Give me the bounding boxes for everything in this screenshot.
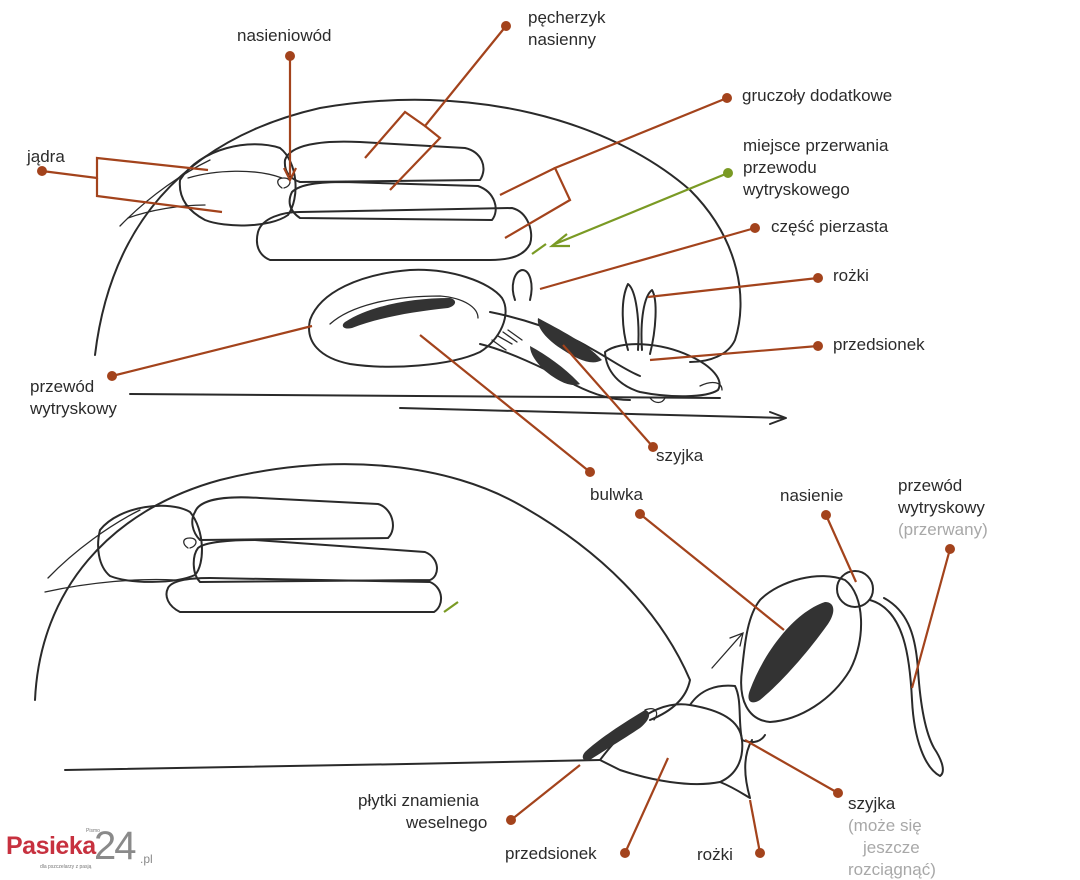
label-przewod-bot-3: (przerwany) — [898, 520, 988, 539]
top-accessory-glands — [255, 207, 533, 261]
bottom-illustration — [34, 463, 944, 799]
label-rozki-bot: rożki — [697, 845, 733, 864]
label-miejsce-3: wytryskowego — [742, 180, 850, 199]
top-illustration — [94, 98, 787, 425]
label-szyjka-bot-3: jeszcze — [862, 838, 920, 857]
label-szyjka-top: szyjka — [656, 446, 704, 465]
labels: nasieniowód pęcherzyk nasienny gruczoły … — [26, 8, 988, 879]
label-miejsce-1: miejsce przerwania — [743, 136, 889, 155]
label-pecherzyk-2: nasienny — [528, 30, 597, 49]
label-nasienie: nasienie — [780, 486, 843, 505]
label-gruczoly: gruczoły dodatkowe — [742, 86, 892, 105]
label-rozki-top: rożki — [833, 266, 869, 285]
label-przewod-bot-2: wytryskowy — [897, 498, 985, 517]
label-przedsionek-top: przedsionek — [833, 335, 925, 354]
label-szyjka-bot-4: rozciągnąć) — [848, 860, 936, 879]
top-abdomen-outline — [94, 98, 742, 363]
label-plytki-2: weselnego — [405, 813, 487, 832]
label-miejsce-2: przewodu — [743, 158, 817, 177]
label-czesc-pierzasta: część pierzasta — [771, 217, 889, 236]
logo-tagline: dla pszczelarzy z pasją — [40, 864, 92, 870]
pointer-lines — [37, 21, 955, 858]
top-direction-arrow — [399, 407, 786, 419]
top-neck-dark-2 — [530, 346, 580, 386]
logo-text-main: Pasieka — [6, 832, 96, 860]
label-nasieniowod: nasieniowód — [237, 26, 332, 45]
top-testes — [178, 143, 297, 227]
label-jadra: jądra — [26, 147, 65, 166]
bottom-semen-droplet — [836, 570, 874, 608]
label-przewod-bot-1: przewód — [898, 476, 962, 495]
logo-text-24: 24 — [94, 824, 136, 868]
top-vestibule — [604, 343, 721, 398]
top-neck-dark — [537, 318, 602, 363]
bottom-base-line — [64, 759, 601, 771]
bottom-testes — [97, 504, 203, 583]
label-plytki-1: płytki znamienia — [358, 791, 479, 810]
pasieka24-logo[interactable]: Pismo Pasieka 24 .pl dla pszczelarzy z p… — [6, 824, 166, 874]
label-przedsionek-bot: przedsionek — [505, 844, 597, 863]
label-przewod-top-2: wytryskowy — [29, 399, 117, 418]
bottom-bulb — [740, 575, 863, 723]
bottom-vestibule — [599, 703, 744, 786]
logo-text-pl: .pl — [140, 852, 153, 866]
top-base-line — [129, 393, 721, 399]
label-przewod-top-1: przewód — [30, 377, 94, 396]
top-bulb-plate — [342, 298, 456, 329]
bottom-bulb-plate — [748, 602, 834, 703]
label-szyjka-bot-1: szyjka — [848, 794, 896, 813]
top-seminal-vesicles — [283, 140, 485, 183]
bottom-mucus-plates — [582, 710, 650, 761]
label-pecherzyk-1: pęcherzyk — [528, 8, 606, 27]
bottom-ejaculatory-duct — [869, 597, 944, 777]
top-horn — [511, 269, 533, 301]
label-szyjka-bot-2: (może się — [848, 816, 922, 835]
logo-pismo: Pismo — [86, 828, 100, 834]
label-bulwka: bulwka — [590, 485, 643, 504]
top-endophallus — [308, 268, 507, 368]
